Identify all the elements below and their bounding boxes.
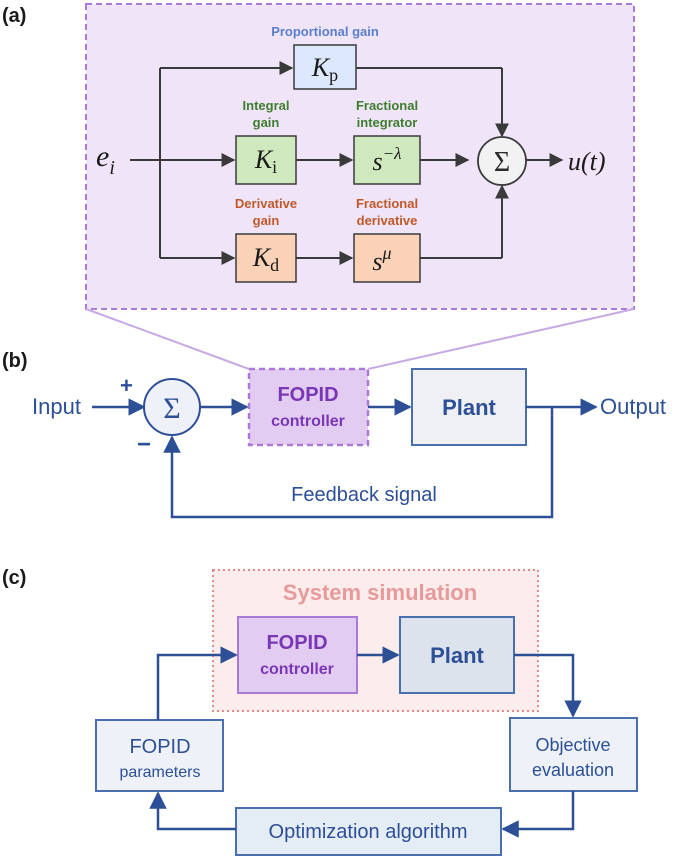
fopid-controller-block-c <box>237 616 358 694</box>
input-label: Input <box>32 394 81 419</box>
plus-sign: + <box>120 373 133 398</box>
controller-c-label-line1: FOPID <box>266 632 327 654</box>
fopid-parameters-block <box>95 719 224 792</box>
panel-c-label: (c) <box>2 567 26 589</box>
integral-gain-label-line2: gain <box>253 115 280 130</box>
fopid-controller-block <box>247 367 370 447</box>
panel-b-label: (b) <box>2 350 28 372</box>
optimization-to-params-arrow <box>149 791 236 831</box>
feedback-label: Feedback signal <box>291 484 437 506</box>
feedback-path <box>163 407 554 519</box>
objective-evaluation-block <box>509 717 638 792</box>
plant-label-c: Plant <box>430 643 484 668</box>
ki-symbol: Ki <box>254 145 277 177</box>
kp-symbol: Kp <box>311 53 338 85</box>
plant-label-b: Plant <box>442 395 496 420</box>
kp-block <box>293 44 357 90</box>
plant-block-b <box>411 368 527 446</box>
fractional-derivative-symbol: sμ <box>372 243 391 276</box>
zoom-connector-left <box>85 308 250 370</box>
control-output-label: u(t) <box>568 147 606 176</box>
error-input-symbol: ei <box>96 140 115 179</box>
plant-block-c <box>399 616 515 694</box>
system-simulation-title: System simulation <box>283 580 477 605</box>
integral-gain-label-line1: Integral <box>243 98 290 113</box>
fractional-integrator-label-line2: integrator <box>357 115 418 130</box>
sum-symbol-b: Σ <box>163 392 180 425</box>
derivative-gain-label-line2: gain <box>253 213 280 228</box>
fractional-integrator-label-line1: Fractional <box>356 98 418 113</box>
minus-sign: − <box>137 431 151 458</box>
params-label-line1: FOPID <box>129 736 190 758</box>
plant-to-objective-arrow <box>514 653 582 718</box>
objective-label-line2: evaluation <box>532 760 614 780</box>
sum-symbol-a: Σ <box>494 147 510 178</box>
kd-block <box>235 233 297 283</box>
output-label: Output <box>600 394 666 419</box>
fractional-derivative-label-line2: derivative <box>357 213 418 228</box>
ki-block <box>235 135 297 185</box>
controller-label-line1: FOPID <box>277 384 338 406</box>
params-to-controller-arrow <box>156 646 238 720</box>
params-label-line2: parameters <box>120 764 201 781</box>
zoom-connector-right <box>367 308 635 370</box>
optimization-algorithm-block <box>235 807 502 856</box>
objective-to-optimization-arrow <box>501 791 575 838</box>
derivative-gain-label-line1: Derivative <box>235 196 297 211</box>
proportional-gain-label: Proportional gain <box>271 24 379 39</box>
kd-symbol: Kd <box>252 243 279 275</box>
fractional-integrator-block <box>353 135 421 185</box>
controller-label-line2: controller <box>271 413 345 430</box>
fractional-integrator-symbol: s−λ <box>373 144 402 176</box>
optimization-label: Optimization algorithm <box>269 821 468 843</box>
fractional-derivative-label-line1: Fractional <box>356 196 418 211</box>
controller-c-label-line2: controller <box>260 661 334 678</box>
panel-a-label: (a) <box>2 5 26 27</box>
objective-label-line1: Objective <box>535 735 610 755</box>
